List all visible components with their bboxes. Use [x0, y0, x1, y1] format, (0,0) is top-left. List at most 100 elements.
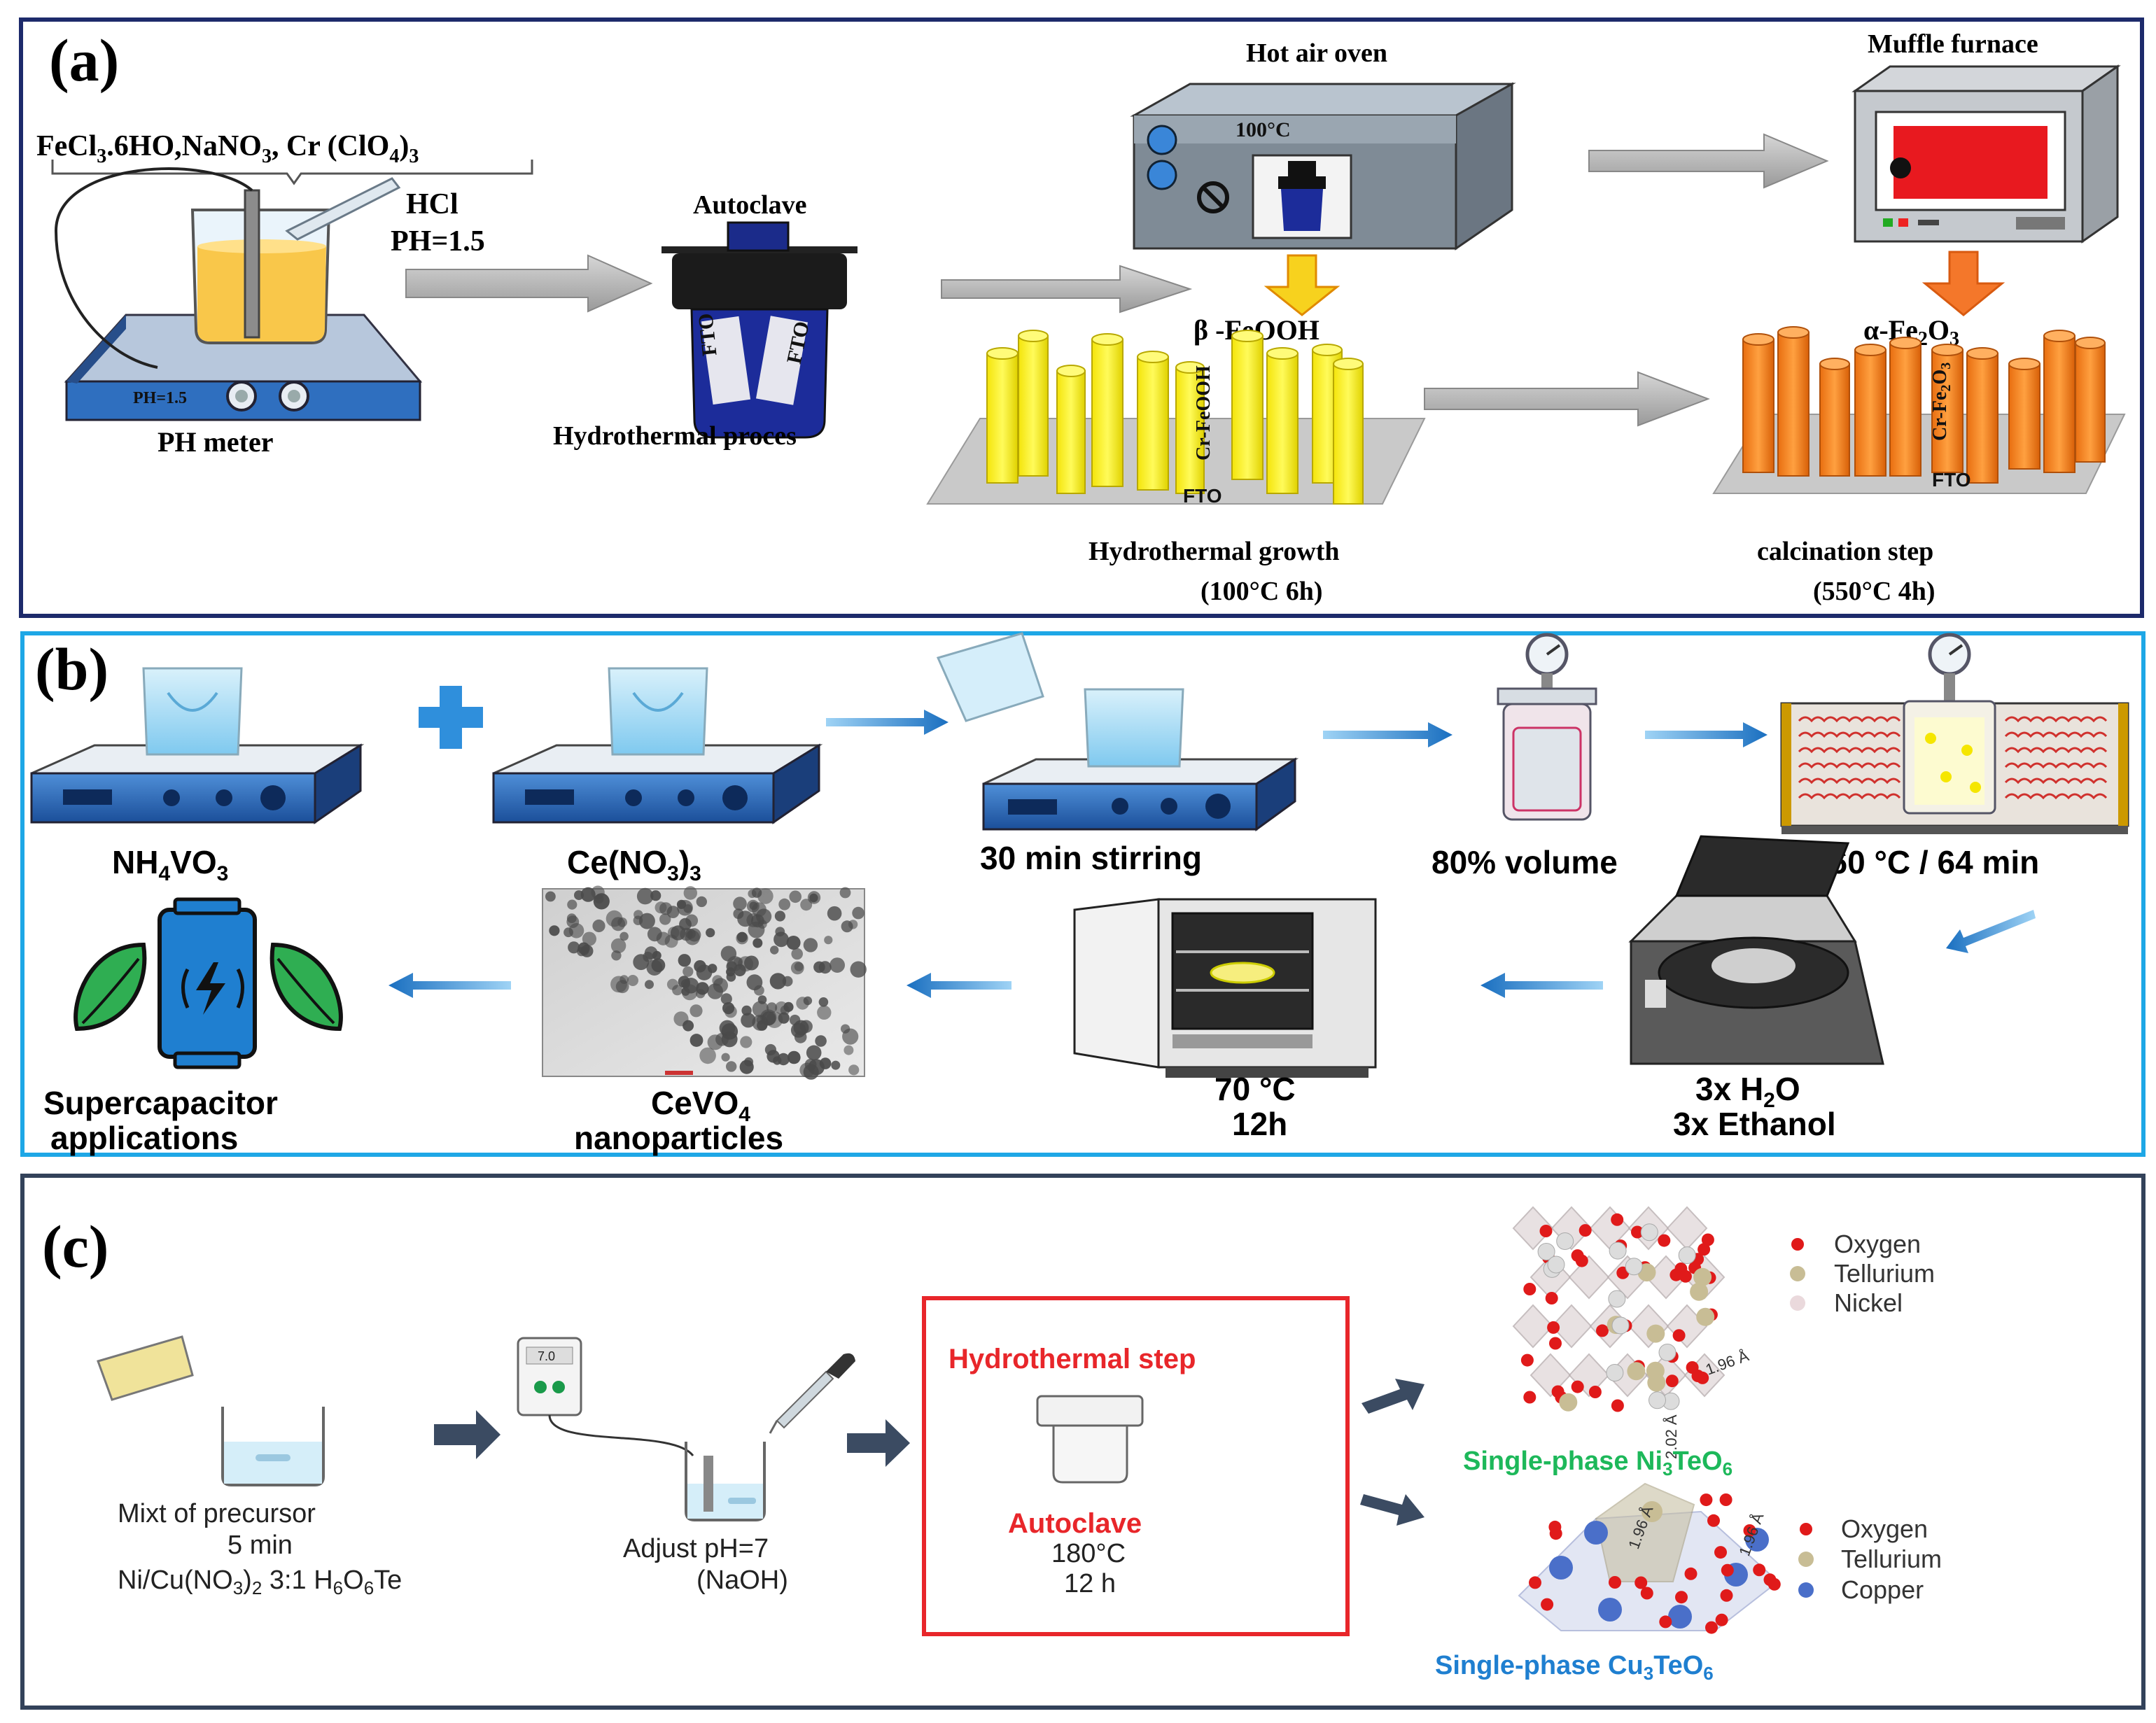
growth-label: Hydrothermal growth	[1088, 537, 1340, 566]
ph-probe	[244, 189, 260, 339]
growth-conditions: (100°C 6h)	[1200, 577, 1323, 606]
arrow-a4	[1424, 371, 1710, 427]
step9-line1: Supercapacitor	[43, 1085, 278, 1121]
panel-b: (b) NH4VO3 Ce(NO3)3	[20, 631, 2146, 1157]
stirrer-2	[492, 667, 823, 824]
beaker-liquid	[197, 246, 326, 342]
autoclave-icon: FTO FTO	[662, 221, 858, 439]
plus-icon	[419, 686, 483, 749]
dropper	[285, 177, 401, 241]
legend-1: Oxygen Tellurium Nickel	[1790, 1230, 1935, 1317]
arrow-b2	[1323, 722, 1452, 747]
precursors-text: FeCl3.6HO,NaNO3, Cr (ClO4)3	[36, 130, 419, 167]
legend2-oxygen: Oxygen	[1841, 1514, 1928, 1543]
panel-a: (a) FeCl3.6HO,NaNO3, Cr (ClO4)3 PH=1.5 H…	[19, 17, 2144, 618]
oven-button-2	[1147, 160, 1177, 190]
feooh-rods: Cr-FeOOH FTO	[926, 330, 1426, 507]
step9-line2: applications	[50, 1120, 238, 1156]
oven-prohibit-icon	[1197, 181, 1229, 213]
legend1-nickel: Nickel	[1834, 1288, 1903, 1317]
panel-c-label: (c)	[42, 1213, 108, 1280]
tem-image	[542, 885, 867, 1080]
hydrothermal-box	[922, 1296, 1350, 1636]
arrow-oven-down	[1264, 254, 1340, 316]
legend1-oxygen: Oxygen	[1834, 1230, 1921, 1258]
arrow-b6	[906, 973, 1011, 998]
drying-oven	[1073, 898, 1377, 1078]
calcination-label: calcination step	[1757, 537, 1933, 566]
centrifuge	[1628, 835, 1884, 1065]
panel-a-frame	[19, 17, 2144, 618]
stirrer-3	[936, 632, 1299, 831]
product1-label: Single-phase Ni3TeO6	[1463, 1447, 1732, 1479]
autoclave-c-icon	[1036, 1395, 1144, 1484]
acid-label: HCl	[406, 188, 458, 220]
box-autoclave: Autoclave	[1008, 1508, 1142, 1539]
ph-adjust-setup: 7.0	[517, 1337, 855, 1521]
calcination-conditions: (550°C 4h)	[1813, 577, 1935, 606]
legend2-tellurium: Tellurium	[1841, 1545, 1942, 1573]
fe2o3-rod-label: Cr-Fe2O3	[1929, 363, 1954, 441]
step8-line1: CeVO4	[651, 1085, 750, 1126]
panel-b-label: (b)	[35, 635, 108, 703]
vessel-80	[1497, 633, 1597, 821]
arrow-b4	[1946, 910, 2036, 953]
ph-meter-display: PH=1.5	[133, 389, 187, 407]
arrow-c1	[434, 1410, 500, 1459]
step7-line1: 70 °C	[1214, 1071, 1296, 1107]
substrate-label-1: FTO	[1183, 485, 1222, 507]
oven-display: 100°C	[1236, 118, 1291, 141]
arrow-c2	[847, 1419, 910, 1467]
pouring-beaker	[936, 632, 1044, 722]
leaf-right-icon	[270, 942, 343, 1032]
arrow-b5	[1480, 973, 1603, 998]
heating-oven	[1780, 633, 2129, 834]
supercapacitor-icon	[74, 897, 343, 1069]
pipette-icon	[776, 1370, 834, 1429]
furnace-label: Muffle furnace	[1868, 29, 2038, 59]
arrow-b3	[1645, 722, 1768, 747]
hydrothermal-process-label: Hydrothermal proces	[553, 421, 797, 451]
substrate-label-2: FTO	[1932, 469, 1970, 491]
arrow-b1	[826, 710, 948, 735]
stirrer-1	[30, 667, 365, 824]
svg-text:FTO: FTO	[694, 312, 721, 357]
adjust-line2: (NaOH)	[696, 1566, 788, 1595]
feooh-rod-label: Cr-FeOOH	[1193, 365, 1214, 460]
ph-meter-setup: PH=1.5	[54, 167, 423, 421]
legend2-copper: Copper	[1841, 1575, 1924, 1604]
step5-label: 160 °C / 64 min	[1812, 844, 2039, 880]
step3-label: 30 min stirring	[980, 840, 1202, 876]
cu3teo6-structure: 1.96 Å 1.96 Å	[1518, 1482, 1781, 1634]
step4-label: 80% volume	[1432, 844, 1618, 880]
product2-label: Single-phase Cu3TeO6	[1435, 1651, 1714, 1684]
arrow-a2	[941, 265, 1193, 314]
ph-meter-label: PH meter	[158, 426, 273, 458]
step2-label: Ce(NO3)3	[567, 844, 701, 885]
arrow-a1	[405, 254, 653, 313]
step1-label: NH4VO3	[112, 844, 228, 885]
arrow-c4	[1360, 1494, 1424, 1526]
legend1-tellurium: Tellurium	[1834, 1259, 1935, 1288]
fe2o3-rods: Cr-Fe2O3 FTO	[1712, 326, 2126, 494]
ph-cable	[54, 167, 253, 369]
panel-c: (c) Mixt of precursor 5 min Ni/Cu(NO3)2 …	[20, 1174, 2146, 1710]
leaf-left-icon	[74, 942, 147, 1032]
legend-2: Oxygen Tellurium Copper	[1798, 1514, 1942, 1604]
muffle-furnace	[1851, 64, 2121, 244]
step7-line2: 12h	[1232, 1106, 1287, 1142]
step8-line2: nanoparticles	[574, 1120, 783, 1156]
box-time: 12 h	[1064, 1569, 1116, 1598]
precursors-brace	[51, 160, 533, 185]
ph-meter-display-c: 7.0	[538, 1349, 555, 1363]
adjust-line1: Adjust pH=7	[623, 1534, 769, 1563]
arrow-a3	[1588, 133, 1829, 189]
ph-value-label: PH=1.5	[391, 225, 485, 258]
arrow-furnace-down	[1921, 251, 2005, 316]
step6-line2: 3x Ethanol	[1673, 1106, 1836, 1142]
oven-label: Hot air oven	[1246, 38, 1387, 68]
mix-line1: Mixt of precursor	[118, 1499, 316, 1528]
bond1a: 2.02 Å	[1662, 1414, 1680, 1459]
ni3teo6-structure: 2.02 Å 1.96 Å	[1512, 1206, 1751, 1459]
mix-beaker	[97, 1335, 325, 1486]
